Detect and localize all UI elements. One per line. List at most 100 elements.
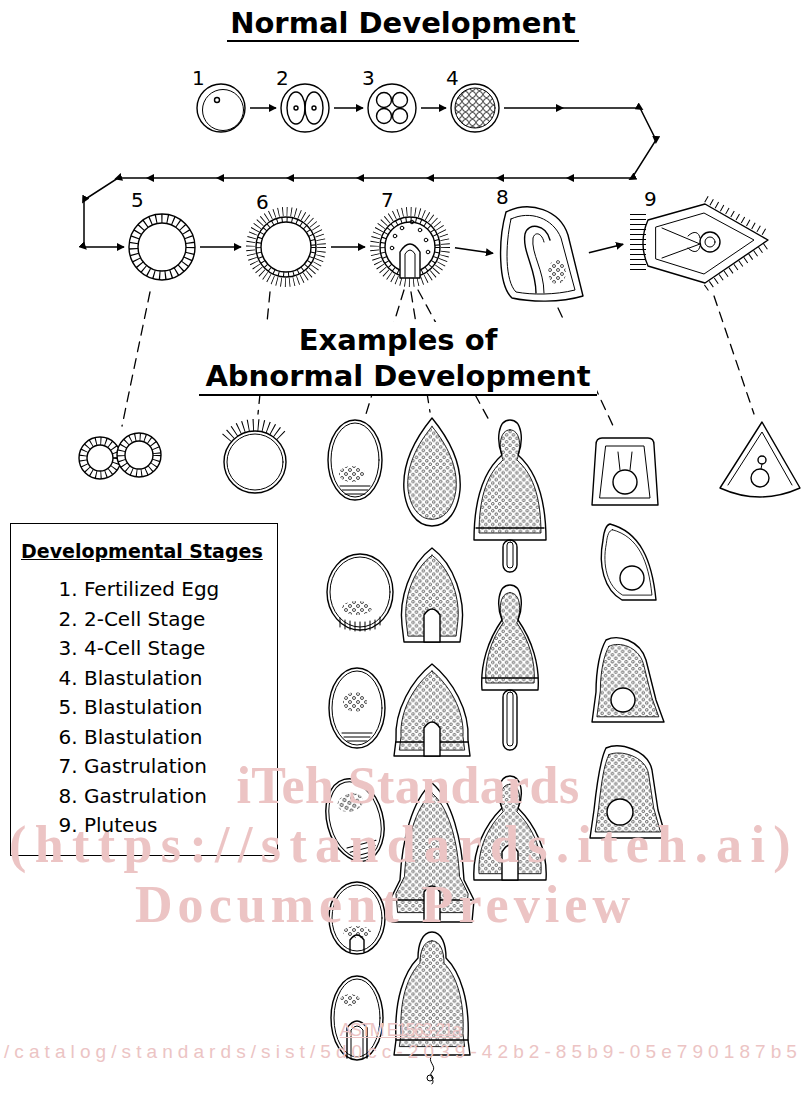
flow-arrow [421, 107, 446, 109]
abnormal-larva [424, 722, 440, 756]
stage-number: 4 [446, 67, 459, 89]
stage-number: 1 [192, 67, 205, 89]
flow-arrow [334, 107, 363, 109]
abnormal-larva [482, 677, 538, 678]
watermark-text: ASTM E1563-21a [340, 1019, 461, 1041]
flow-arrow [455, 248, 493, 254]
abnormal-larva [503, 690, 517, 750]
abnormal-pluteus [761, 464, 762, 469]
gastrula [410, 220, 414, 224]
pluteus-larva [643, 204, 768, 283]
abnormal-pluteus [758, 456, 766, 464]
four-cell-embryo [368, 84, 416, 132]
abnormal-pluteus [720, 422, 800, 497]
blastula [138, 223, 186, 271]
abnormal-pluteus [751, 469, 769, 487]
diagram-title: Normal Development [227, 6, 579, 42]
legend-item: 4. Blastulation [59, 664, 263, 694]
abnormal-gastrula [339, 466, 365, 482]
stage-number: 5 [131, 189, 144, 211]
abnormal-gastrula [317, 420, 393, 1060]
legend-item: 3. 4-Cell Stage [59, 634, 263, 664]
abnormal-larva [479, 430, 541, 533]
abnormal-larva [404, 418, 460, 526]
gastrula [375, 212, 446, 283]
blastula [129, 214, 195, 280]
stage-number: 3 [362, 67, 375, 89]
blastula [134, 219, 191, 276]
morula [451, 84, 499, 132]
prism-larva [507, 215, 575, 294]
section-heading: Examples of Abnormal Development [199, 322, 597, 396]
flow-arrow [84, 108, 656, 247]
stage-figure: 4 [451, 84, 499, 132]
legend-item: 5. Blastulation [59, 693, 263, 723]
flow-arrow [200, 246, 241, 248]
legend-item: 2. 2-Cell Stage [59, 605, 263, 635]
abnormal-gastrula [342, 601, 372, 615]
pluteus-larva [656, 213, 754, 274]
gastrula [424, 238, 428, 242]
four-cell-embryo [368, 84, 416, 132]
pluteus-larva [706, 199, 766, 233]
blastula [129, 214, 195, 280]
stage-figure: 3 [368, 84, 416, 132]
gastrula [400, 244, 420, 278]
fertilized-egg [215, 98, 220, 103]
wrap-spacer [199, 322, 247, 358]
flow-arrow [331, 246, 365, 248]
ciliated-blastula [261, 222, 311, 272]
ciliated-blastula [259, 220, 314, 275]
abnormal-gastrula [340, 994, 360, 1006]
wrap-spacer [550, 322, 598, 358]
pluteus-larva [706, 246, 766, 288]
morula [451, 84, 499, 132]
four-cell-embryo [377, 93, 392, 108]
prism-larva [548, 260, 566, 284]
two-cell-embryo [312, 106, 316, 110]
leader-line [714, 296, 754, 414]
two-cell-embryo [294, 106, 298, 110]
abnormal-blastula [227, 434, 283, 490]
stage-figure: 9 [628, 198, 770, 288]
stage-number: 6 [256, 191, 269, 213]
prism-larva [501, 207, 583, 301]
abnormal-gastrula [340, 486, 370, 494]
abnormal-pluteus [592, 438, 658, 505]
abnormal-pluteus [618, 452, 632, 470]
gastrula [393, 234, 397, 238]
abnormal-larva [390, 418, 474, 1084]
legend-item: 7. Gastrulation [59, 752, 263, 782]
abnormal-gastrula [340, 617, 380, 631]
connector-group [84, 108, 656, 253]
abnormal-blastula [121, 437, 157, 473]
gastrula [390, 246, 394, 250]
abnormal-gastrula [327, 554, 393, 630]
abnormal-blastula [79, 437, 121, 479]
abnormal-larva [474, 420, 546, 540]
abnormal-pluteus [605, 530, 652, 595]
four-cell-embryo [393, 93, 408, 108]
abnormal-pluteus [592, 638, 664, 722]
abnormal-larva [401, 548, 462, 642]
abnormal-blastula [87, 445, 113, 471]
fertilized-egg [203, 90, 244, 131]
prism-larva [525, 226, 550, 293]
abnormal-blastula [83, 441, 117, 475]
prism-larva [501, 207, 583, 301]
pluteus-larva [662, 228, 700, 258]
abnormal-larva [476, 527, 544, 528]
abnormal-gastrula [330, 557, 390, 627]
pluteus-larva [688, 232, 700, 251]
abnormal-blastula [227, 425, 284, 438]
ciliated-blastula [251, 212, 322, 283]
leader-line [122, 292, 150, 426]
watermark-text: /catalog/standards/sist/5d0cc-2039-42b2-… [4, 1041, 802, 1063]
abnormal-pluteus [601, 524, 656, 600]
abnormal-pluteus [720, 422, 800, 497]
gastrula [375, 212, 446, 283]
abnormal-pluteus [600, 446, 650, 498]
abnormal-larva [424, 609, 440, 642]
gastrula [380, 217, 440, 277]
watermark-text: iTeh Standards [237, 756, 580, 816]
